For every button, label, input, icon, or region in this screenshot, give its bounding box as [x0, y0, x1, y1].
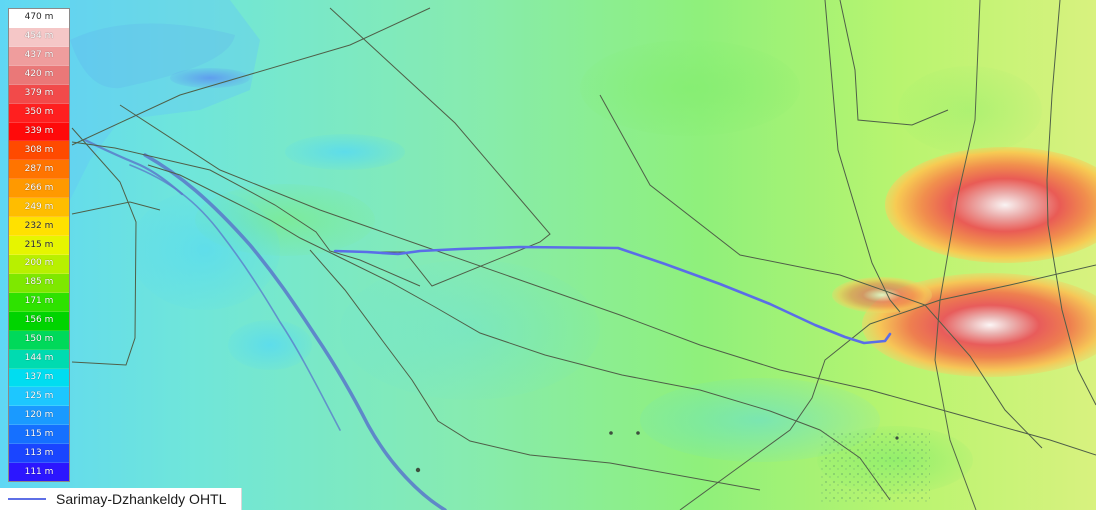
ohtl-route-line[interactable] [333, 245, 892, 345]
elevation-row: 144 m [9, 349, 69, 369]
foothill-lower-left [832, 277, 932, 313]
settlement-marker-1 [415, 467, 421, 473]
upland-north-east [898, 66, 1042, 154]
lowland-ridge-west [70, 23, 235, 89]
lowland-north-west [70, 0, 260, 200]
elevation-row: 287 m [9, 160, 69, 180]
border-east-1 [599, 94, 1043, 449]
elevation-legend: 470 m 454 m 437 m 420 m 379 m 350 m 339 … [8, 8, 70, 482]
border-south-1 [147, 164, 891, 501]
elevation-row: 137 m [9, 368, 69, 388]
elevation-row: 379 m [9, 84, 69, 104]
elevation-row: 308 m [9, 141, 69, 161]
settlement-marker-3 [636, 431, 640, 435]
border-south-3 [309, 249, 761, 491]
elevation-row: 115 m [9, 425, 69, 445]
cyan-zone-3 [228, 320, 312, 370]
elevation-row: 111 m [9, 463, 69, 482]
elevation-row: 339 m [9, 122, 69, 142]
ohtl-legend-swatch [8, 498, 46, 500]
river-north [83, 138, 184, 196]
cyan-zone-2 [130, 190, 280, 310]
border-south-east [679, 264, 1096, 510]
border-south-2 [119, 104, 1096, 456]
border-west-2 [71, 141, 421, 287]
settlement-marker-4 [895, 436, 899, 440]
river-main [143, 153, 447, 510]
settlement-marker-2 [609, 431, 613, 435]
border-west-3 [71, 201, 161, 215]
border-north-east [839, 0, 949, 126]
elevation-row: 437 m [9, 46, 69, 66]
line-legend: Sarimay-Dzhankeldy OHTL [0, 488, 242, 510]
green-zone-2 [580, 40, 800, 136]
border-north-west [71, 7, 431, 146]
dotted-settlement-area [820, 430, 930, 505]
elevation-row: 266 m [9, 179, 69, 199]
elevation-row: 350 m [9, 103, 69, 123]
elevation-row: 150 m [9, 330, 69, 350]
border-east-2 [824, 0, 901, 313]
border-far-east [1046, 0, 1096, 406]
cyan-zone-1 [285, 134, 405, 170]
elevation-row: 249 m [9, 198, 69, 218]
elevation-row: 185 m [9, 273, 69, 293]
border-mid-east [934, 0, 981, 510]
elevation-row: 200 m [9, 254, 69, 274]
elevation-row: 120 m [9, 406, 69, 426]
elevation-row: 113 m [9, 444, 69, 464]
elevation-row: 215 m [9, 236, 69, 255]
mountain-upper [885, 147, 1096, 263]
elevation-row: 454 m [9, 27, 69, 47]
ohtl-legend-label: Sarimay-Dzhankeldy OHTL [56, 491, 227, 507]
blue-depression-1 [170, 68, 250, 88]
elevation-row: 125 m [9, 387, 69, 407]
elevation-row: 171 m [9, 292, 69, 312]
elevation-row: 470 m [9, 9, 69, 28]
border-west-1 [71, 127, 137, 366]
elevation-row: 420 m [9, 65, 69, 85]
elevation-row: 232 m [9, 217, 69, 237]
cyan-zone-5 [340, 260, 600, 400]
elevation-row: 156 m [9, 311, 69, 331]
